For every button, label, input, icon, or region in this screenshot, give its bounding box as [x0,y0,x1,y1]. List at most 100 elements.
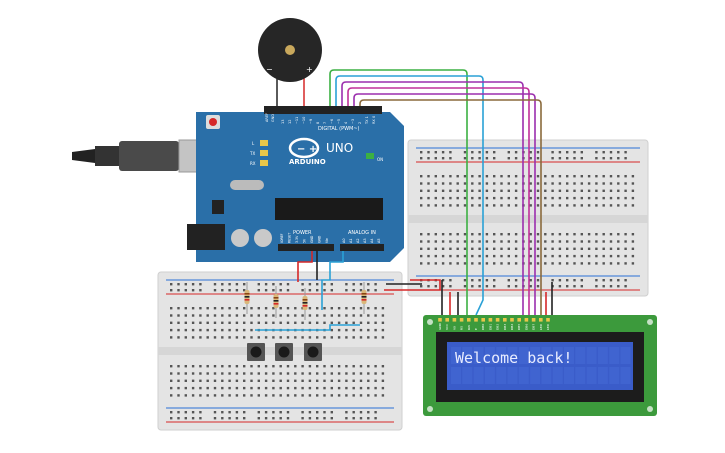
lcd-cell [496,367,507,384]
lcd-display-text: Welcome back! [455,349,572,367]
push-button[interactable] [304,343,322,361]
lcd-cell [484,347,495,364]
digital-pin-label: RX 0 [372,116,376,124]
lcd-pin [495,318,500,322]
digital-pin-label: 13 [281,120,285,124]
power-pin-label: 3.3V [295,235,299,243]
lcd-pin [474,318,478,322]
resistor [244,282,250,314]
push-button[interactable] [247,343,265,361]
analog-pin-label: A5 [377,238,381,243]
lcd-pin [510,318,514,322]
digital-pin-label: ~10 [302,117,306,124]
lcd-cell [462,367,473,384]
push-buttons [247,343,322,361]
wires [255,69,553,331]
wire-teal-a0 [321,251,344,310]
analog-pin-label: A2 [356,238,360,243]
lcd-pin [467,318,471,322]
analog-label: ANALOG IN [348,230,376,236]
lcd-cell [597,347,608,364]
digital-pin-label: TX 1 [365,116,369,125]
lcd-cell [586,347,597,364]
lcd-cell [518,367,529,384]
lcd-pin-label: DB2 [496,324,500,330]
lcd-cell [620,347,631,364]
resistor [302,288,308,320]
analog-header [340,244,384,251]
lcd-pin-label: DB0 [481,324,485,330]
lcd-pin-label: DB1 [488,324,492,330]
lcd-pin-label: GND [438,322,442,330]
digital-pin-label: ~11 [295,117,299,124]
lcd-cell [552,347,563,364]
lcd-pin [452,318,457,322]
wire-purple-1 [341,81,524,315]
lcd-pin-label: DB3 [503,324,507,330]
resistors [244,282,367,320]
lcd-cell [507,347,518,364]
lcd-pin-label: RS [460,326,464,330]
lcd-pin-label: LED [539,323,543,330]
lcd-pin [459,318,464,322]
buzzer-minus-label: − [266,65,273,74]
wire-green [329,69,468,315]
power-header [278,244,334,251]
lcd-cell [575,367,586,384]
lcd-pin [524,318,529,322]
svg-text:− +: − + [297,144,317,155]
aref-label: AREF [265,113,269,122]
lcd-cells [451,347,631,384]
lcd-cell [484,367,495,384]
resistor [361,282,367,314]
wire-brown [359,99,542,315]
buzzer-plus-label: + [306,65,313,74]
piezo-buzzer[interactable]: − + [258,18,322,106]
lcd-cell [462,347,473,364]
lcd-pin [438,318,442,322]
power-pin-label: 5V [303,238,307,243]
lcd-pin-label: V0 [452,326,456,330]
digital-label: DIGITAL (PWM~) [318,126,360,132]
digital-pin-label: 7 [323,122,327,124]
breadboard-right[interactable] [407,139,649,297]
power-label: POWER [293,230,312,236]
power-pin-label: GND [310,235,314,243]
on-label: ON [377,157,383,162]
lcd-pin [488,318,493,322]
lcd-cell [564,367,574,384]
lcd-pin [531,318,536,322]
lcd-cell [530,367,541,384]
digital-header [264,106,382,114]
lcd-cell [541,367,552,384]
push-button[interactable] [275,343,293,361]
analog-pin-label: A3 [363,238,367,243]
lcd-cell [496,347,507,364]
reset-button[interactable] [209,118,217,126]
breadboard-right-holes [420,151,635,288]
digital-pin-label: ~3 [351,119,355,124]
lcd-pin-label: DB6 [524,324,528,330]
arduino-uno-board[interactable]: − + ARDUINO UNO DIGITAL (PWM~) POWER ANA… [187,106,404,262]
microcontroller-chip [275,198,383,220]
lcd-pin-label: LED [546,323,550,330]
lcd-cell [518,347,529,364]
lcd-cell [541,347,552,364]
led-label-l: L [252,141,255,146]
analog-pin-label: A1 [349,238,353,243]
usb-cable [72,139,204,173]
arduino-logo [288,137,320,159]
power-pin-label: IOREF [280,233,284,243]
led-label-tx: TX [249,151,255,156]
wire-teal-buttons [255,324,360,331]
lcd-pin-label: DB5 [517,324,521,330]
lcd-cell [609,347,620,364]
lcd-pin-label: DB7 [532,324,536,330]
wire-purple-2 [353,93,536,315]
digital-pin-label: 4 [344,121,348,124]
lcd-cell [507,367,518,384]
digital-pin-label: 12 [288,120,292,124]
